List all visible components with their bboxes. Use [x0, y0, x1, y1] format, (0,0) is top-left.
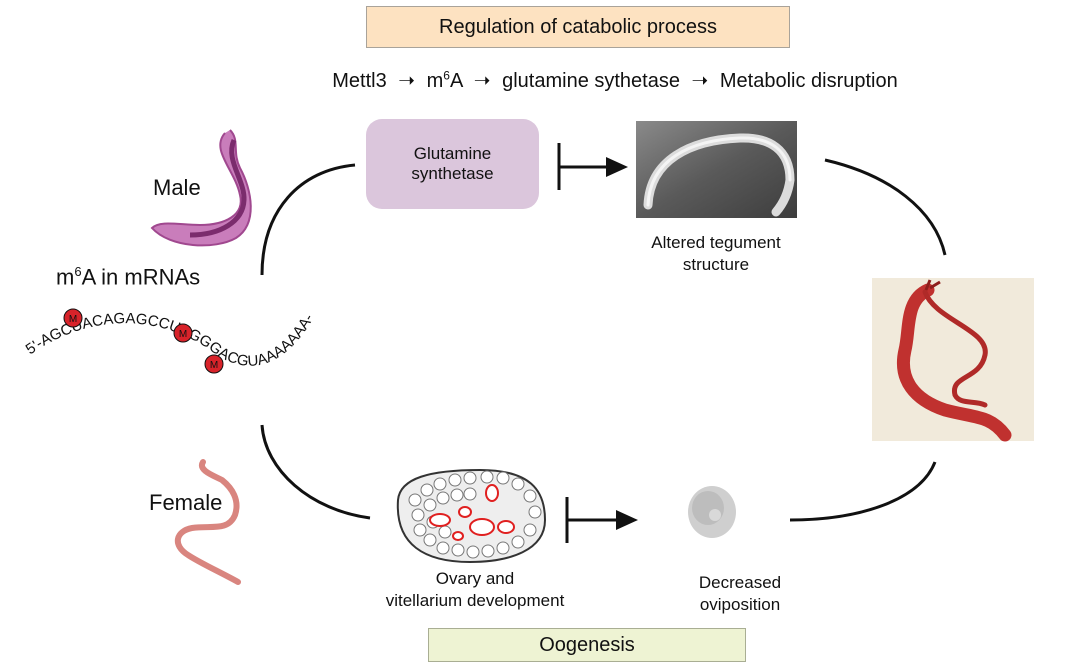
- inhibit-arrow-bottom: [565, 497, 638, 543]
- methyl-mark-2: M: [173, 323, 193, 343]
- tegument-label: Altered tegument structure: [651, 233, 781, 275]
- right-arrow-icon: ➝: [398, 70, 416, 92]
- right-arrow-icon: ➝: [473, 70, 491, 92]
- inhibit-arrow-top: [557, 143, 628, 190]
- catabolic-process-title-text: Regulation of catabolic process: [439, 15, 717, 38]
- svg-text:M: M: [179, 329, 187, 340]
- pathway-step-mettl3: Mettl3: [332, 70, 387, 92]
- arc-bottom-right: [789, 461, 937, 522]
- oogenesis-title-text: Oogenesis: [539, 633, 635, 656]
- pathway-step-metabolic: Metabolic disruption: [719, 70, 898, 92]
- arc-bottom-left: [260, 424, 371, 520]
- gs-line2: synthetase: [411, 164, 494, 183]
- female-worm-icon: [175, 459, 241, 585]
- methyl-mark-3: M: [204, 354, 224, 374]
- ovary-illustration: [396, 468, 547, 564]
- male-label: Male: [153, 175, 201, 200]
- glutamine-synthetase-box: Glutamine synthetase: [366, 119, 539, 209]
- methyl-mark-1: M: [63, 308, 83, 328]
- m6a-mrna-label: m6A in mRNAs: [56, 264, 201, 290]
- catabolic-process-title: Regulation of catabolic process: [366, 6, 790, 48]
- gs-line1: Glutamine: [413, 143, 492, 163]
- male-worm-icon: [150, 129, 252, 247]
- svg-text:M: M: [69, 314, 77, 325]
- female-label: Female: [149, 490, 223, 515]
- oogenesis-title: Oogenesis: [428, 628, 746, 662]
- right-arrow-icon: ➝: [691, 70, 709, 92]
- egg-image: [688, 486, 736, 538]
- svg-text:M: M: [210, 360, 218, 371]
- paired-worm-image: [872, 278, 1034, 442]
- oviposition-label: Decreased oviposition: [698, 573, 782, 615]
- arc-top-right: [824, 158, 947, 256]
- ovary-label: Ovary and vitellarium development: [385, 569, 565, 611]
- pathway-step-m6a: m6A: [426, 68, 463, 92]
- pathway-step-glutamine: glutamine sythetase: [502, 70, 680, 92]
- arc-top-left: [260, 163, 356, 276]
- tegument-sem-image: [636, 121, 797, 218]
- pathway-line: Mettl3 ➝ m6A ➝ glutamine sythetase ➝ Met…: [270, 68, 960, 93]
